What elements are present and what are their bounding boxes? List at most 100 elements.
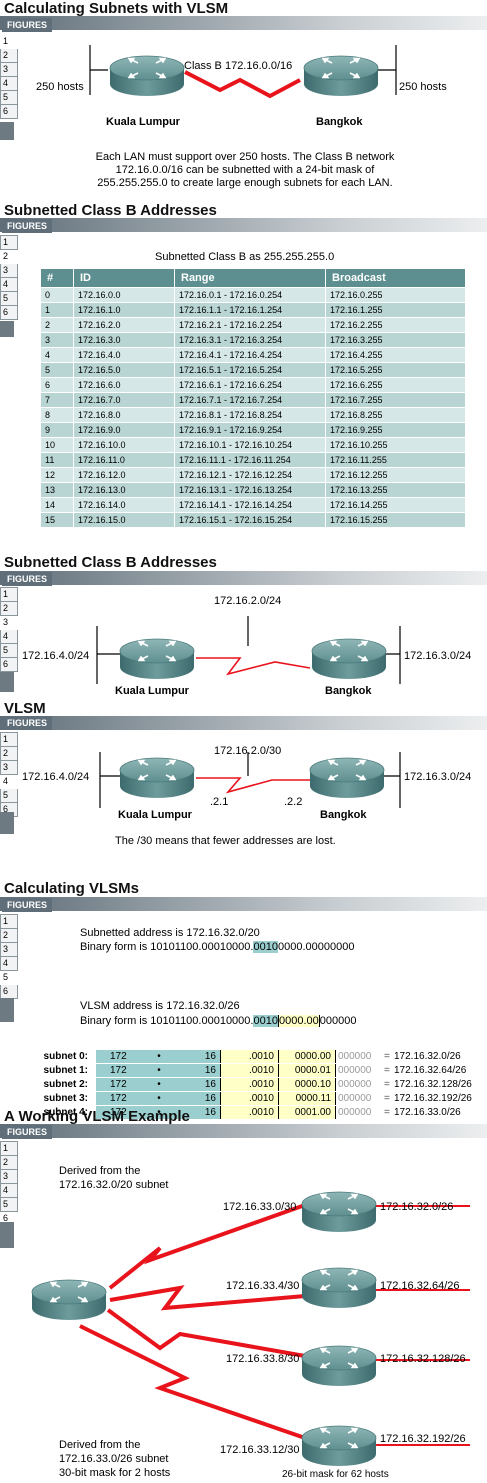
figure-5-button[interactable]: 5	[0, 789, 18, 803]
binary-form-line: Binary form is 10101100.00010000.0010000…	[80, 941, 354, 953]
wan-label: 172.16.33.8/30	[226, 1353, 300, 1365]
figure-1-button[interactable]: 1	[0, 34, 18, 49]
figure-2-button[interactable]: 2	[0, 250, 18, 264]
figure-3-button[interactable]: 3	[0, 63, 18, 77]
title-bar	[0, 716, 487, 730]
figure-4-button[interactable]: 4	[0, 1184, 18, 1198]
binary-highlight: 0010	[253, 1015, 278, 1027]
figure-nav-shadow	[0, 1222, 14, 1248]
figure-5-button[interactable]: 5	[0, 644, 18, 658]
figure-2-button[interactable]: 2	[0, 929, 18, 943]
figure-3-button[interactable]: 3	[0, 616, 18, 630]
title-bar	[0, 1124, 487, 1138]
figure-1-button[interactable]: 1	[0, 587, 18, 602]
figure-1-button[interactable]: 1	[0, 732, 18, 747]
title-bar	[0, 571, 487, 585]
right-lan-label: 172.16.3.0/24	[404, 771, 472, 783]
vlsm-dot-cell: •	[157, 1093, 161, 1104]
lan-label: 172.16.32.192/26	[380, 1433, 466, 1445]
figures-tab[interactable]: FIGURES	[2, 219, 53, 233]
figures-tab[interactable]: FIGURES	[2, 898, 53, 912]
caption: Each LAN must support over 250 hosts. Th…	[40, 151, 450, 190]
vlsm-b4-cell: 0001.00	[278, 1106, 336, 1119]
subnet-id-cell: 172.16.3.0	[73, 332, 175, 348]
figure-3-button[interactable]: 3	[0, 1170, 18, 1184]
figures-tab[interactable]: FIGURES	[2, 572, 53, 586]
router-hub	[31, 1279, 107, 1321]
vlsm-host-cell: 000000	[338, 1051, 372, 1062]
vlsm-b3-cell: .0010	[220, 1078, 278, 1091]
vlsm-label-cell: subnet 1:	[43, 1065, 88, 1076]
panel-title: Subnetted Class B Addresses	[4, 202, 217, 219]
left-hosts-label: 250 hosts	[36, 81, 84, 93]
vlsm-eq-cell: =	[384, 1065, 390, 1076]
title-bar	[0, 16, 487, 30]
figure-3-button[interactable]: 3	[0, 761, 18, 775]
vlsm-o2-cell: 16	[176, 1078, 220, 1091]
figure-1-button[interactable]: 1	[0, 1141, 18, 1156]
figure-4-button[interactable]: 4	[0, 630, 18, 644]
vlsm-host-cell: 000000	[338, 1107, 372, 1118]
figure-1-button[interactable]: 1	[0, 235, 18, 250]
column-header: #	[40, 268, 74, 288]
figure-2-button[interactable]: 2	[0, 602, 18, 616]
figure-4-button[interactable]: 4	[0, 77, 18, 91]
figure-2-button[interactable]: 2	[0, 747, 18, 761]
router-kuala-lumpur	[119, 757, 195, 799]
figure-4-button[interactable]: 4	[0, 957, 18, 971]
figure-5-button[interactable]: 5	[0, 91, 18, 105]
figure-2-button[interactable]: 2	[0, 49, 18, 63]
subnetted-address-line: Subnetted address is 172.16.32.0/20	[80, 927, 260, 939]
figure-5-button[interactable]: 5	[0, 1198, 18, 1212]
subnet-range-cell: 172.16.7.1 - 172.16.7.254	[174, 392, 326, 408]
figure-6-button[interactable]: 6	[0, 985, 18, 999]
figure-3-button[interactable]: 3	[0, 264, 18, 278]
derived-note-top: Derived from the 172.16.32.0/20 subnet	[59, 1164, 168, 1192]
figure-nav-shadow	[0, 998, 14, 1022]
figure-6-button[interactable]: 6	[0, 105, 18, 119]
figure-1-button[interactable]: 1	[0, 914, 18, 929]
table-header-row: # ID Range Broadcast	[40, 268, 466, 288]
figure-5-button[interactable]: 5	[0, 292, 18, 306]
vlsm-b4-cell: 0000.11	[278, 1092, 336, 1105]
vlsm-dot-cell: •	[157, 1079, 161, 1090]
left-lan-label: 172.16.4.0/24	[22, 650, 90, 662]
note-line: 30-bit mask for 2 hosts	[59, 1467, 171, 1479]
vlsm-eq-cell: =	[384, 1051, 390, 1062]
binary-host-bits: 000000	[319, 1015, 357, 1027]
figure-3-button[interactable]: 3	[0, 943, 18, 957]
network-diagram	[99, 752, 401, 808]
vlsm-o2-cell: 16	[176, 1092, 220, 1105]
subnet-range-cell: 172.16.1.1 - 172.16.1.254	[174, 302, 326, 318]
subnet-number-cell: 2	[40, 317, 74, 333]
figure-6-button[interactable]: 6	[0, 306, 18, 320]
vlsm-label-cell: subnet 4:	[43, 1107, 88, 1118]
subnet-range-cell: 172.16.13.1 - 172.16.13.254	[174, 482, 326, 498]
lan-label: 172.16.32.0/26	[380, 1201, 454, 1213]
figure-4-button[interactable]: 4	[0, 278, 18, 292]
figure-5-button[interactable]: 5	[0, 971, 18, 985]
figure-2-button[interactable]: 2	[0, 1156, 18, 1170]
derived-note-bottom: Derived from the 172.16.33.0/26 subnet 3…	[59, 1438, 170, 1480]
figures-tab[interactable]: FIGURES	[2, 18, 53, 32]
vlsm-o1-cell: 172	[96, 1092, 176, 1105]
wan-label: 172.16.33.4/30	[226, 1280, 300, 1292]
vlsm-b3-cell: .0010	[220, 1092, 278, 1105]
subnet-range-cell: 172.16.11.1 - 172.16.11.254	[174, 452, 326, 468]
figure-4-button[interactable]: 4	[0, 775, 18, 789]
figures-tab[interactable]: FIGURES	[2, 1125, 53, 1139]
column-header: ID	[73, 268, 175, 288]
vlsm-b3-cell: .0010	[220, 1050, 278, 1063]
router-branch-1	[301, 1191, 377, 1233]
figures-tab[interactable]: FIGURES	[2, 716, 53, 730]
subnet-range-cell: 172.16.0.1 - 172.16.0.254	[174, 287, 326, 303]
figure-6-button[interactable]: 6	[0, 658, 18, 672]
network-diagram	[31, 1191, 470, 1467]
